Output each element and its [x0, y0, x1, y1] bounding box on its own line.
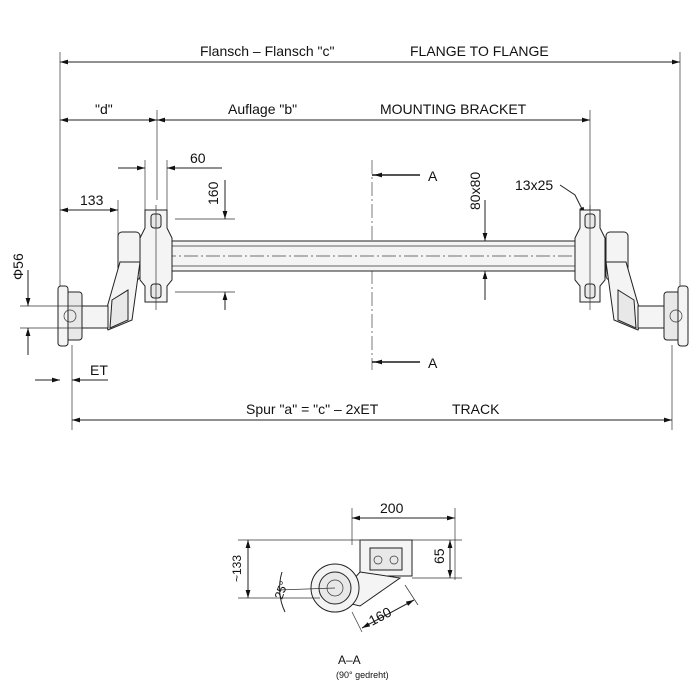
- section-title: A–A: [338, 653, 361, 667]
- dim-13x25-label: 13x25: [515, 177, 553, 193]
- track-label-en: TRACK: [452, 401, 500, 417]
- track-label-de: Spur "a" = "c" – 2xET: [246, 401, 379, 417]
- left-bracket: [139, 205, 173, 310]
- dim-133-label: 133: [80, 192, 104, 208]
- dim-phi56-label: Φ56: [10, 253, 26, 280]
- dim-160-label: 160: [205, 181, 221, 205]
- bracket-label-de: Auflage "b": [228, 101, 297, 117]
- track-dimension: Spur "a" = "c" – 2xET TRACK: [72, 345, 673, 430]
- dim-80x80: 80x80: [467, 172, 488, 300]
- dim-80x80-label: 80x80: [467, 172, 483, 210]
- right-bracket: [574, 205, 606, 310]
- section-subtitle: (90° gedreht): [336, 670, 389, 680]
- flange-label-de: Flansch – Flansch "c": [200, 43, 334, 59]
- dim-60-label: 60: [190, 150, 206, 166]
- section-a-top: A: [428, 168, 438, 184]
- d-label: "d": [95, 101, 113, 117]
- axle-tube: [140, 240, 610, 272]
- dim-160: 160: [175, 180, 235, 310]
- section-dim-25: 25°: [272, 579, 291, 601]
- left-swing-arm: [57, 231, 141, 347]
- et-label: ET: [90, 362, 108, 378]
- section-view-aa: 200 65 ~133 25° 160 A–A (90° gedr: [230, 500, 462, 680]
- bracket-dimension: "d" Auflage "b" MOUNTING BRACKET: [60, 101, 591, 210]
- dim-60: 60: [118, 150, 222, 210]
- right-swing-arm: [605, 231, 689, 347]
- section-dim-133: ~133: [230, 555, 244, 582]
- section-dim-200: 200: [380, 500, 404, 516]
- section-a-bottom: A: [428, 355, 438, 371]
- section-dim-160: 160: [366, 603, 394, 628]
- flange-label-en: FLANGE TO FLANGE: [410, 43, 549, 59]
- dim-et: ET: [35, 345, 108, 430]
- flange-dimension: Flansch – Flansch "c" FLANGE TO FLANGE: [59, 43, 681, 300]
- dim-phi56: Φ56: [10, 253, 82, 355]
- dim-13x25: 13x25: [515, 177, 586, 216]
- bracket-label-en: MOUNTING BRACKET: [380, 101, 527, 117]
- dim-133: 133: [60, 192, 119, 240]
- section-dim-65: 65: [431, 548, 447, 564]
